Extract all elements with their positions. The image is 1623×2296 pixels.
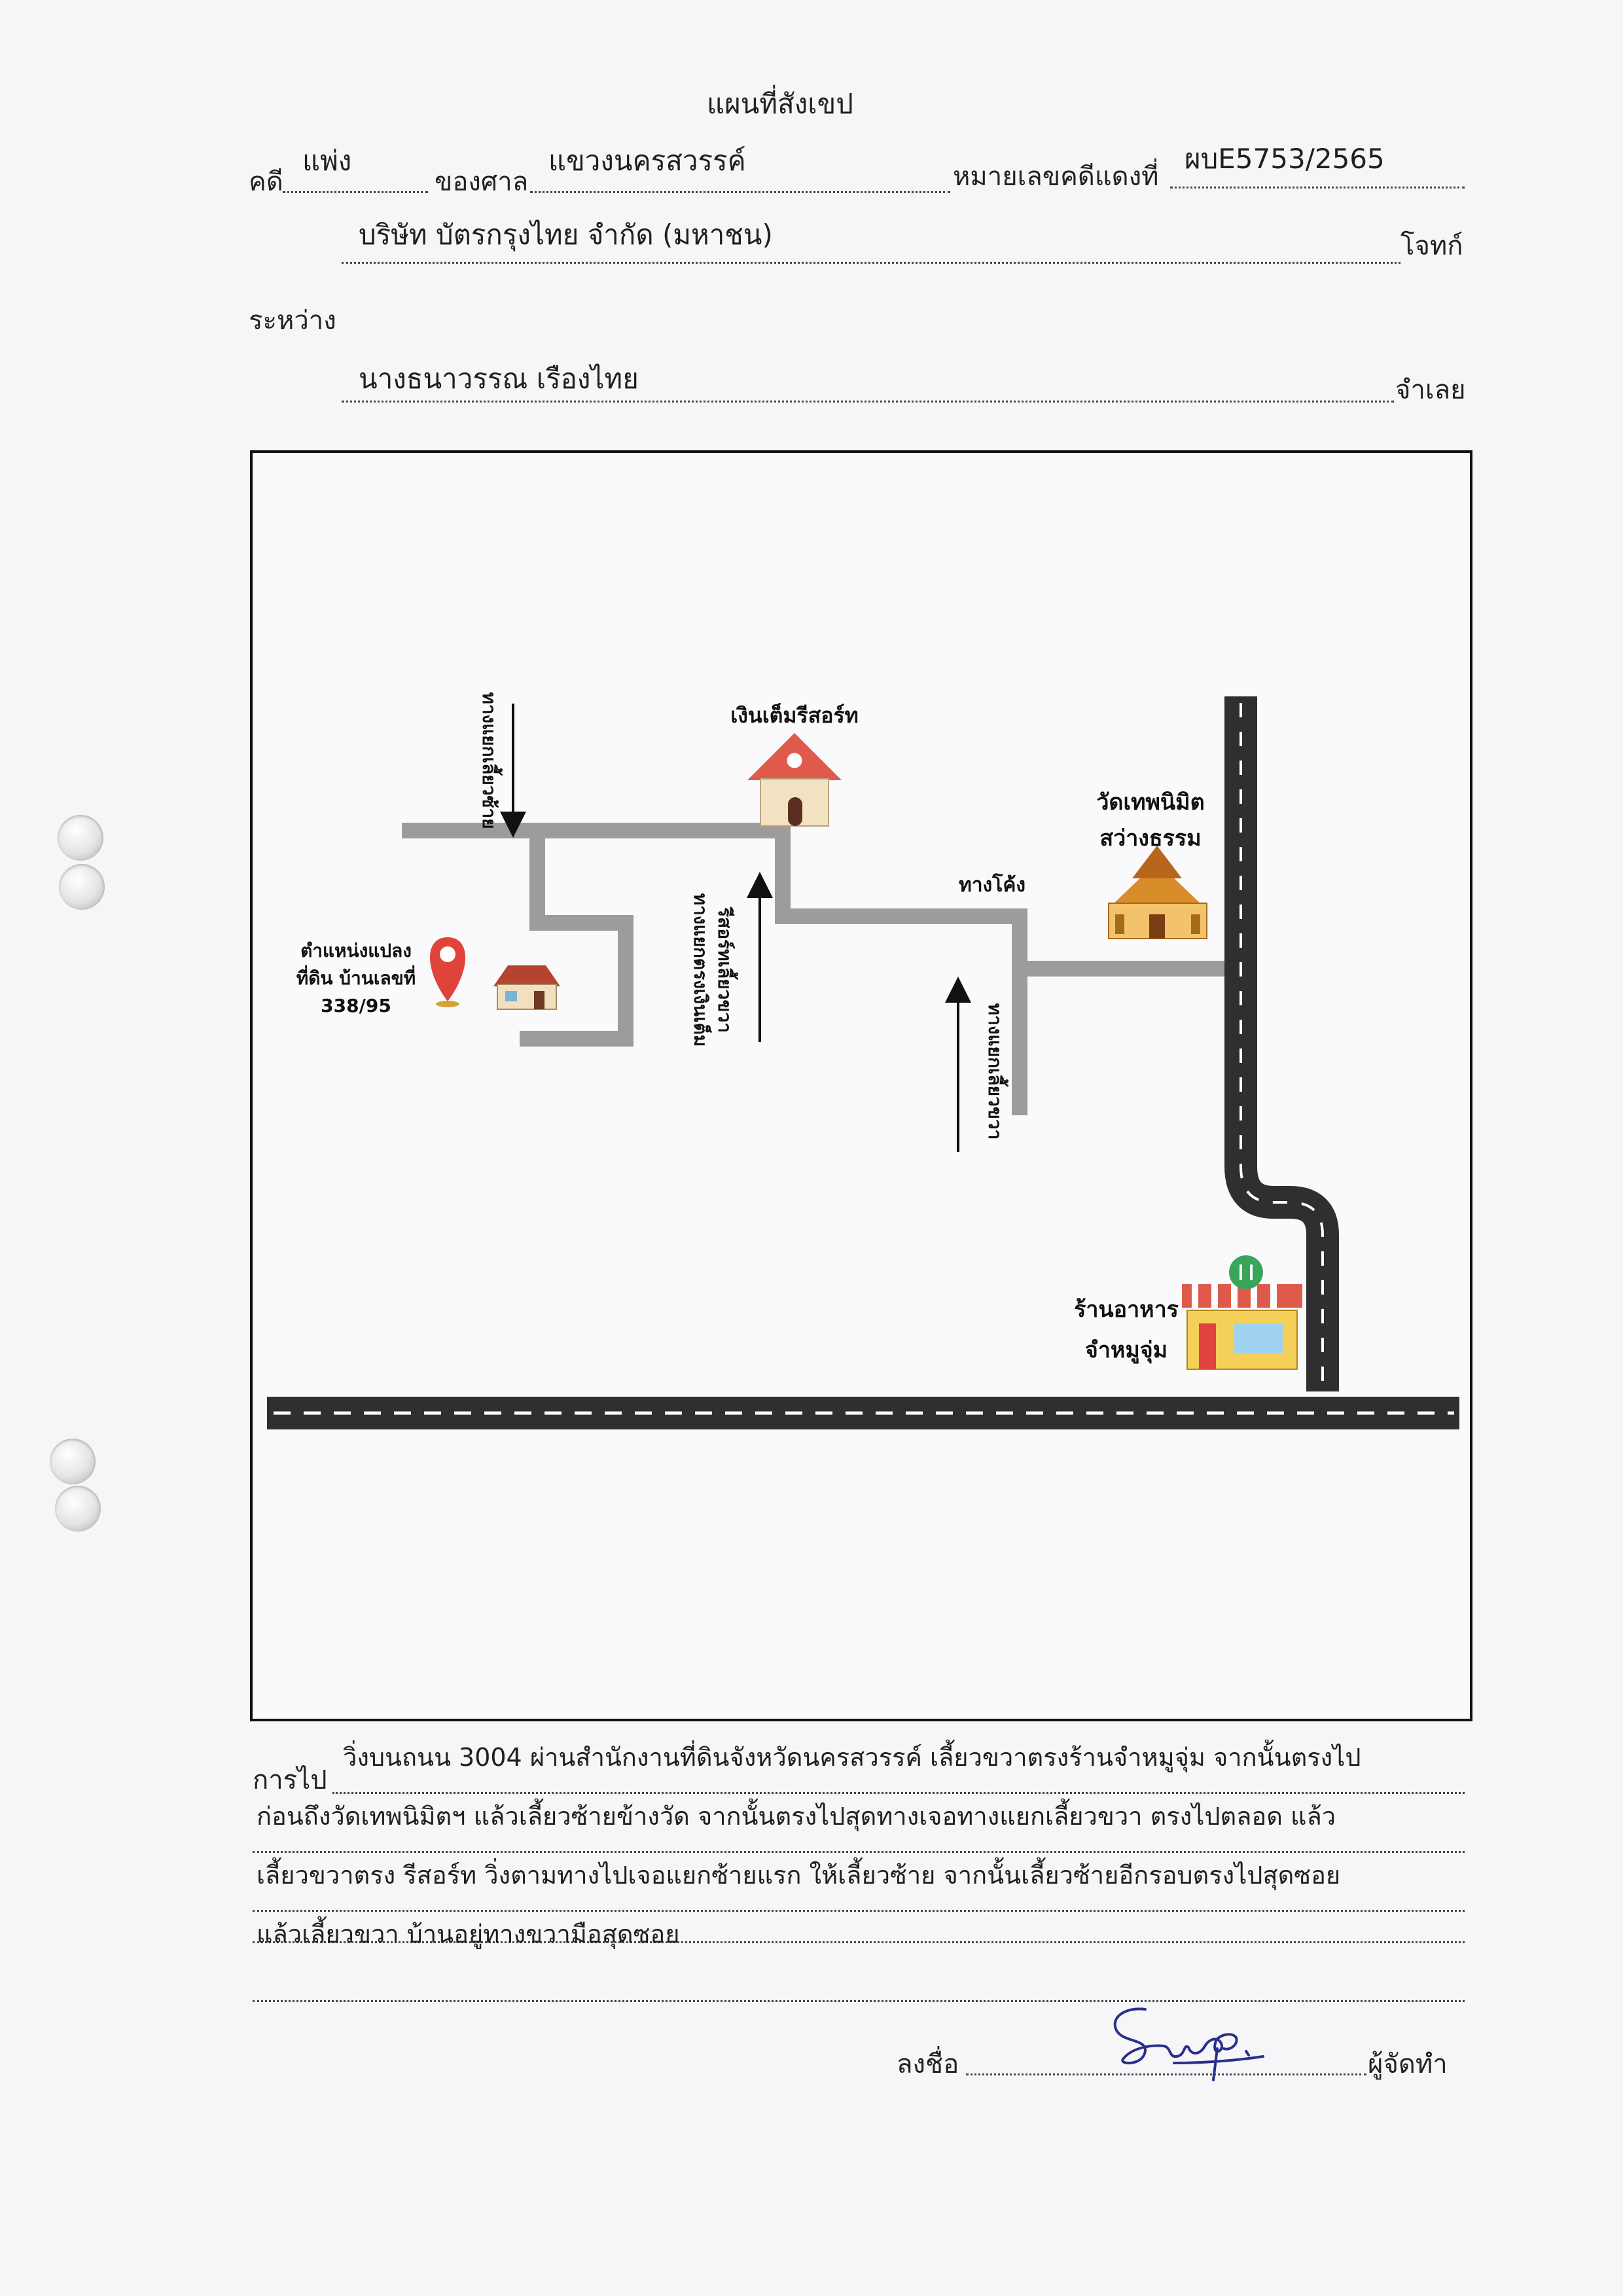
resort-label: เงินเต็มรีสอร์ท (730, 702, 858, 728)
directions-line-4: แล้วเลี้ยวขวา บ้านอยู่ทางขวามือสุดซอย (257, 1920, 680, 1948)
court-name-value: แขวงนครสวรรค์ (548, 145, 746, 177)
dotted-line (253, 1851, 1465, 1853)
directions-line-1: วิ่งบนถนน 3004 ผ่านสำนักงานที่ดินจังหวัด… (343, 1743, 1361, 1772)
target-label-line2: ที่ดิน บ้านเลขที่ (296, 965, 416, 989)
location-pin-icon (430, 937, 465, 1007)
dotted-line (530, 191, 950, 193)
page-title: แผนที่สังเขป (707, 88, 853, 120)
dotted-line (342, 262, 1400, 264)
signature-mark (1113, 2007, 1264, 2081)
temple-label-line1: วัดเทพนิมิต (1096, 789, 1204, 816)
dotted-line (283, 191, 428, 193)
between-label: ระหว่าง (249, 306, 336, 336)
plaintiff-label: โจทก์ (1400, 231, 1463, 261)
resort-icon (747, 733, 842, 827)
dotted-line (253, 2000, 1465, 2002)
restaurant-icon (1182, 1255, 1302, 1370)
case-type-value: แพ่ง (302, 145, 352, 177)
punch-hole (58, 815, 103, 861)
punch-hole (50, 1439, 96, 1484)
sign-label: ลงชื่อ (897, 2049, 959, 2079)
restaurant-label-line1: ร้านอาหาร (1074, 1297, 1179, 1323)
role-label: ผู้จัดทำ (1368, 2049, 1448, 2079)
sketch-map: เงินเต็มรีสอร์ท วัดเทพนิมิต สว่างธรรม ทา… (267, 692, 1459, 1429)
main-road-vertical (1224, 696, 1339, 1391)
map-frame: เงินเต็มรีสอร์ท วัดเทพนิมิต สว่างธรรม ทา… (250, 450, 1472, 1721)
house-icon (493, 965, 560, 1010)
right-turn-label: ทางแยกเลี้ยวขวา (984, 1003, 1009, 1140)
curve-label: ทางโค้ง (959, 872, 1026, 897)
defendant-label: จำเลย (1395, 375, 1466, 405)
dotted-line (253, 1910, 1465, 1912)
red-case-no-value: ผบE5753/2565 (1185, 143, 1385, 175)
target-label-line1: ตำแหน่งแปลง (300, 940, 412, 961)
directions-line-2: ก่อนถึงวัดเทพนิมิตฯ แล้วเลี้ยวซ้ายข้างวั… (257, 1802, 1336, 1831)
signature-line (966, 2073, 1366, 2075)
defendant-name: นางธนาวรรณ เรืองไทย (359, 363, 639, 395)
lane-network (402, 823, 1228, 1115)
red-case-label: หมายเลขคดีแดงที่ (953, 162, 1159, 192)
plaintiff-name: บริษัท บัตรกรุงไทย จำกัด (มหาชน) (359, 219, 773, 251)
directions-line-3: เลี้ยวขวาตรง รีสอร์ท วิ่งตามทางไปเจอแยกซ… (257, 1861, 1341, 1890)
left-turn-label: ทางแยกเลี้ยวซ้าย (478, 692, 503, 829)
dotted-line (253, 1941, 1465, 1943)
dotted-line (1170, 187, 1465, 188)
dotted-line (332, 1792, 1465, 1794)
temple-icon (1108, 846, 1207, 939)
straight-turn-label-line1: ทางแยกตรงเงินเต็ม (690, 893, 712, 1047)
punch-hole (59, 864, 105, 910)
temple-label-line2: สว่างธรรม (1099, 825, 1201, 852)
directions-label: การไป (253, 1765, 327, 1795)
dotted-line (342, 401, 1394, 403)
restaurant-label-line2: จำหมูจุ่ม (1085, 1337, 1168, 1364)
case-label: คดี (249, 167, 283, 197)
straight-turn-label-line2: รีสอร์ทเลี้ยวขวา (714, 906, 739, 1033)
target-label-line3: 338/95 (321, 995, 391, 1016)
court-label: ของศาล (435, 167, 529, 197)
highway-road (267, 1397, 1459, 1429)
punch-hole (55, 1486, 101, 1532)
